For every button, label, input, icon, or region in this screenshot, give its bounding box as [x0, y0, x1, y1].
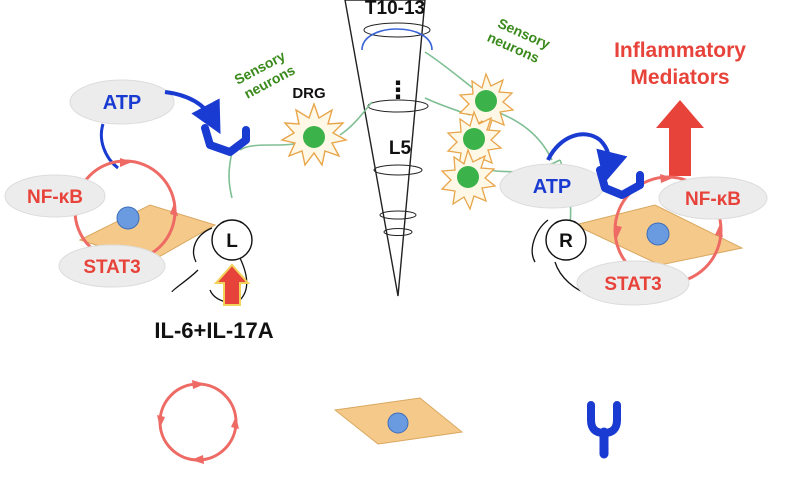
- atp-receptor-right: [596, 166, 644, 199]
- spinal-cord: [344, 0, 433, 297]
- stat3-label-left: STAT3: [83, 257, 140, 278]
- joint-right: [545, 219, 587, 261]
- mediators-line1: Inflammatory: [614, 39, 746, 62]
- spinal-label-t10-13: T10-13: [365, 0, 425, 19]
- nfkb-label-left: NF-κB: [27, 187, 83, 208]
- sensory-label-left: Sensory neurons: [232, 47, 298, 101]
- atp-receptor-left: [201, 124, 250, 156]
- stat3-bubble-right: [576, 260, 690, 306]
- stat3-label-right: STAT3: [604, 274, 661, 295]
- drg-label: DRG: [292, 85, 325, 102]
- atp-arrow-left: [164, 90, 221, 135]
- legend-receptor-icon: [587, 401, 621, 459]
- atp-label-right: ATP: [533, 176, 572, 198]
- drg-neuron-bodies-right: [457, 90, 497, 188]
- cytokine-arrow: [213, 263, 251, 306]
- atp-bubble-left: [69, 79, 175, 125]
- joint-left: [211, 219, 253, 261]
- drg-neuron-left: [280, 101, 349, 167]
- mediators-arrow: [656, 100, 704, 176]
- legend-cell-icon: [333, 397, 464, 445]
- nfkb-bubble-right: [658, 176, 768, 220]
- spinal-dots: ⋮: [386, 77, 410, 104]
- joint-label-left: L: [226, 231, 238, 252]
- mediators-line2: Mediators: [630, 66, 729, 89]
- atp-release-left: [99, 123, 119, 170]
- atp-label-left: ATP: [103, 92, 142, 114]
- stat3-bubble-left: [58, 244, 166, 288]
- spinal-label-l5: L5: [389, 138, 412, 159]
- legend-loop-icon: [157, 380, 239, 464]
- nfkb-bubble-left: [4, 174, 106, 218]
- atp-release-right: [546, 132, 628, 184]
- joint-label-right: R: [559, 231, 573, 252]
- cytokine-label: IL-6+IL-17A: [154, 318, 273, 343]
- nfkb-label-right: NF-κB: [685, 189, 741, 210]
- sensory-label-right: Sensory neurons: [485, 15, 553, 66]
